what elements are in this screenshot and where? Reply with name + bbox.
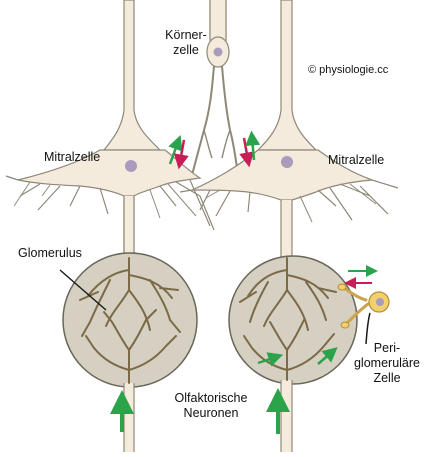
mitral-nucleus-right	[281, 156, 293, 168]
copyright-text: © physiologie.cc	[308, 64, 389, 76]
mitral-cell-left-label: Mitralzelle	[44, 150, 101, 164]
red-arrow-icon	[239, 137, 255, 168]
granule-cell-label-line2: zelle	[173, 43, 199, 57]
granule-cell-label: Körner- zelle	[164, 28, 208, 58]
periglomerular-label-line1: Peri-	[373, 341, 401, 355]
green-arrow-icon	[317, 347, 338, 365]
glomerulus-left	[62, 252, 198, 452]
periglomerular-label-line2: glomeruläre	[353, 356, 420, 370]
mitral-nucleus-left	[125, 160, 137, 172]
periglomerular-cell-label: Peri- glomeruläre Zelle	[346, 341, 428, 386]
green-arrow-icon	[257, 352, 284, 367]
red-arrow-icon	[173, 139, 189, 170]
glomerulus-leader-line	[59, 269, 107, 311]
mitral-cell-right	[179, 0, 399, 262]
glomerulus-label: Glomerulus	[18, 246, 82, 260]
olfactory-neurons-label: Olfaktorische Neuronen	[168, 391, 254, 421]
olfactory-neurons-label-line1: Olfaktorische	[174, 391, 248, 405]
green-arrow-icon	[168, 134, 183, 165]
glomerulus-right	[228, 255, 358, 452]
granule-cell	[187, 0, 242, 179]
mitral-cell-right-label: Mitralzelle	[328, 153, 385, 167]
mitral-cell-left	[5, 0, 215, 262]
granule-nucleus	[213, 47, 223, 57]
olfactory-neurons-label-line2: Neuronen	[183, 406, 239, 420]
periglomerular-cell	[337, 283, 390, 345]
periglomerular-label-line3: Zelle	[373, 371, 401, 385]
green-arrow-icon	[245, 130, 261, 161]
granule-cell-label-line1: Körner-	[165, 28, 207, 42]
